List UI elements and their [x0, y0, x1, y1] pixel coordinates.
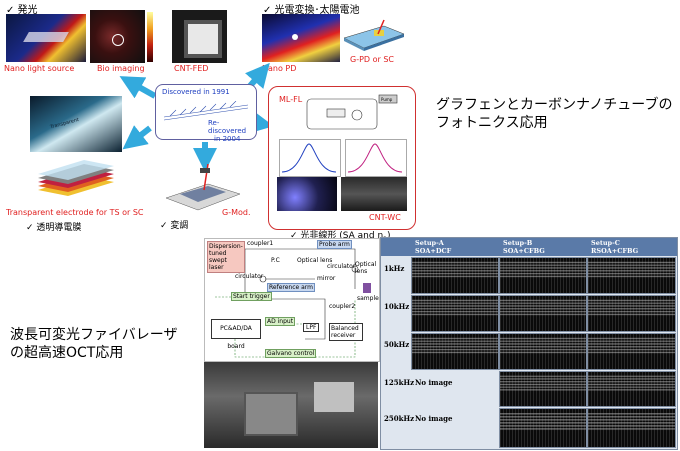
cnt-fed-image: [172, 10, 227, 63]
probe-arm-label: Probe arm: [317, 240, 352, 249]
oct-schematic: Dispersion-tuned swept laser coupler1 Pr…: [204, 238, 380, 362]
col-header-b: Setup-B SOA+CFBG: [503, 239, 545, 255]
layer-stack-image: [34, 160, 119, 200]
cnt-tube-icon: [160, 100, 252, 121]
no-image-125khz: No image: [415, 378, 453, 387]
oct-image-10khz-b: [499, 295, 587, 332]
start-trigger-label: Start trigger: [231, 292, 272, 301]
photonics-heading-line2: フォトニクス応用: [436, 115, 548, 131]
oct-image-1khz-a: [411, 257, 499, 294]
oct-image-10khz-c: [587, 295, 676, 332]
lpf-box: LPF: [303, 323, 320, 332]
oct-image-250khz-b: [499, 408, 587, 448]
balanced-receiver-box: Balanced receiver: [329, 323, 363, 341]
nano-light-source-image: [6, 14, 86, 62]
no-image-250khz: No image: [415, 414, 453, 423]
table-header-bg: [381, 238, 677, 256]
spectrum-plot-1: [279, 139, 341, 177]
row-label-125khz: 125kHz: [384, 378, 415, 387]
nano-pd-image: [262, 14, 340, 62]
cnt-graphene-box: Discovered in 1991 Re-discovered in 2004: [155, 84, 257, 143]
col-header-a: Setup-A SOA+DCF: [415, 239, 451, 255]
nano-pd-label: Nano PD: [262, 64, 297, 73]
optical-lens1-label: Optical lens: [297, 257, 333, 264]
graphene-modulator-image: [160, 163, 244, 214]
emission-header: ✓ 発光: [6, 5, 38, 16]
oct-heading-line1: 波長可変光ファイバレーザ: [10, 327, 178, 343]
discovered-label: Discovered in 1991: [162, 88, 230, 96]
cnt-wc-label: CNT-WC: [369, 213, 401, 222]
pc-board-box: PC&AD/DA board: [211, 319, 261, 350]
nano-light-source-label: Nano light source: [4, 64, 75, 73]
svg-text:Pump: Pump: [381, 97, 393, 102]
photoelectric-header: ✓ 光電変換･太陽電池: [263, 5, 360, 16]
col-a-line2: SOA+DCF: [415, 247, 452, 255]
circulator1-label: circulator: [235, 273, 264, 280]
row-label-250khz: 250kHz: [384, 414, 415, 423]
oct-image-50khz-a: [411, 333, 499, 370]
coupler2-label: coupler2: [329, 303, 356, 310]
cnt-cavity-image: [277, 177, 337, 211]
row-label-1khz: 1kHz: [384, 264, 405, 273]
spectrum-plot-2: [345, 139, 407, 177]
g-pd-image: [340, 16, 408, 52]
cnt-wc-image: [341, 177, 407, 211]
oct-image-125khz-c: [587, 371, 676, 407]
g-mod-label: G-Mod.: [222, 208, 251, 217]
nonlinear-end: ): [387, 231, 391, 241]
rediscovered-line1: Re-discovered: [208, 119, 247, 135]
bio-imaging-label: Bio imaging: [97, 64, 145, 73]
touch-screen-image: Transparent: [30, 96, 122, 152]
coupler1-label: coupler1: [247, 240, 274, 247]
swept-laser-box: Dispersion-tuned swept laser: [207, 241, 245, 273]
oct-setup-photo: [204, 362, 378, 448]
oct-image-1khz-c: [587, 257, 676, 294]
sample-label: sample: [357, 295, 379, 302]
col-a-line1: Setup-A: [415, 239, 444, 247]
g-pd-label: G-PD or SC: [350, 55, 395, 64]
oct-image-10khz-a: [411, 295, 499, 332]
optical-lens2-label: Optical lens: [355, 261, 377, 275]
oct-image-50khz-c: [587, 333, 676, 370]
bio-imaging-image: [90, 10, 145, 63]
col-b-line1: Setup-B: [503, 239, 533, 247]
bio-imaging-colorbar: [147, 12, 153, 62]
col-header-c: Setup-C RSOA+CFBG: [591, 239, 638, 255]
oct-heading-line2: の超高速OCT応用: [10, 345, 124, 361]
mirror-label: mirror: [317, 275, 336, 282]
photonics-heading-line1: グラフェンとカーボンナノチューブの: [436, 97, 673, 113]
nonlinear-text: ✓ 光非線形 (SA and n: [290, 231, 384, 241]
oct-heading: 波長可変光ファイバレーザ の超高速OCT応用: [10, 326, 177, 362]
ml-fl-box: ML-FL Pump CNT-WC: [268, 86, 416, 230]
oct-image-250khz-c: [587, 408, 676, 448]
col-b-line2: SOA+CFBG: [503, 247, 545, 255]
ml-fl-label: ML-FL: [279, 95, 303, 104]
sample-icon: [363, 283, 371, 293]
transparent-header: ✓ 透明導電膜: [26, 223, 82, 233]
col-c-line1: Setup-C: [591, 239, 620, 247]
galvano-control-label: Galvano control: [265, 349, 317, 358]
rediscovered-label: Re-discovered in 2004: [208, 119, 256, 143]
oct-image-125khz-b: [499, 371, 587, 407]
photonics-heading: グラフェンとカーボンナノチューブの フォトニクス応用: [436, 96, 672, 132]
transparent-electrode-label: Transparent electrode for TS or SC: [6, 208, 144, 217]
row-label-10khz: 10kHz: [384, 302, 410, 311]
pc-label: P.C: [271, 257, 280, 264]
rediscovered-line2: in 2004: [214, 135, 241, 143]
oct-image-1khz-b: [499, 257, 587, 294]
cnt-fed-label: CNT-FED: [174, 64, 209, 73]
col-c-line2: RSOA+CFBG: [591, 247, 639, 255]
row-label-50khz: 50kHz: [384, 340, 410, 349]
reference-arm-label: Reference arm: [267, 283, 316, 292]
circulator2-label: circulator: [327, 263, 356, 270]
oct-image-50khz-b: [499, 333, 587, 370]
ad-input-label: AD input: [265, 317, 296, 326]
fiber-laser-schematic: Pump: [297, 91, 407, 137]
modulation-header: ✓ 変調: [160, 221, 189, 231]
oct-table: Setup-A SOA+DCF Setup-B SOA+CFBG Setup-C…: [380, 237, 678, 450]
